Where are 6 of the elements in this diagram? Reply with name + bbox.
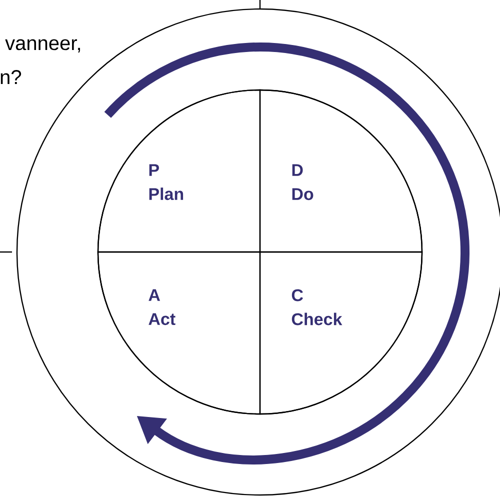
quadrant: C Check xyxy=(259,251,423,415)
cut-text: n? xyxy=(0,70,22,84)
quadrant: P Plan xyxy=(97,89,261,253)
quadrant: A Act xyxy=(97,251,261,415)
quadrant: D Do xyxy=(259,89,423,253)
cut-text: vanneer, xyxy=(5,39,80,53)
